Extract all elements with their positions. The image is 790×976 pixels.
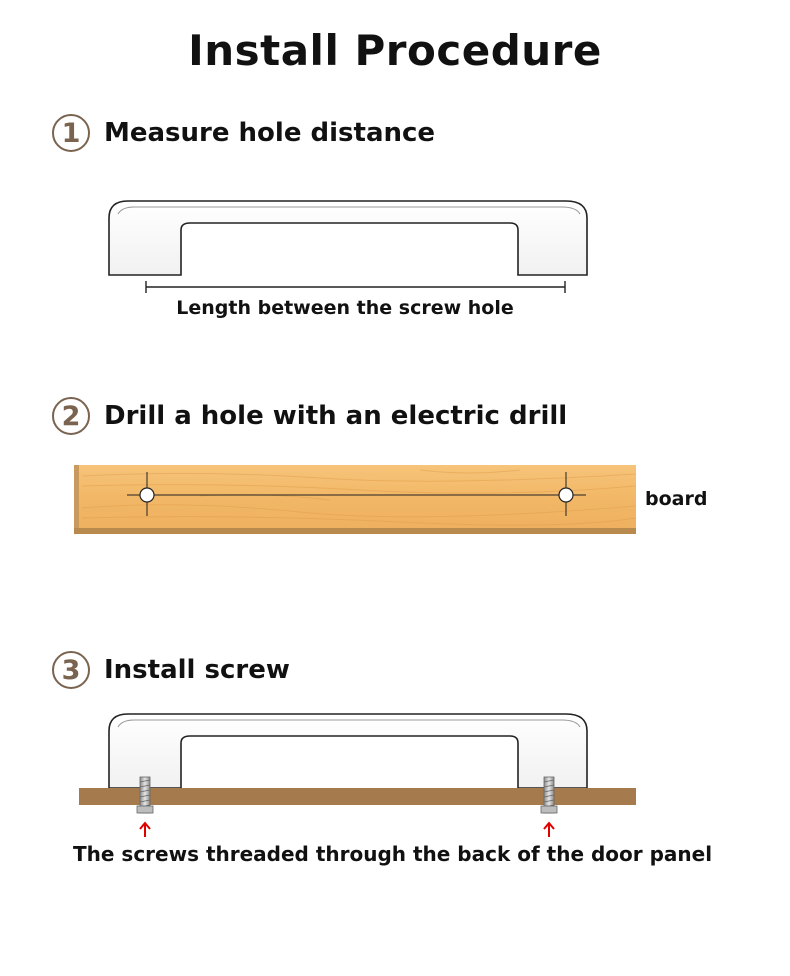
wood-board xyxy=(79,465,636,528)
screw-caption: The screws threaded through the back of … xyxy=(73,842,713,866)
board-label: board xyxy=(645,488,708,510)
drill-hole-left xyxy=(139,487,155,503)
board-bottom-edge xyxy=(74,528,636,534)
step-2-number-badge: 2 xyxy=(52,397,90,435)
screw-left xyxy=(136,776,154,814)
installed-handle-outline xyxy=(108,713,588,789)
red-arrow-left-icon xyxy=(139,821,151,837)
step-2-label: Drill a hole with an electric drill xyxy=(104,401,568,431)
measure-dimension-line xyxy=(145,281,566,293)
screw-right xyxy=(540,776,558,814)
step-3-heading: 3 Install screw xyxy=(52,648,290,692)
step-1-number-badge: 1 xyxy=(52,114,90,152)
step-1-label: Measure hole distance xyxy=(104,118,436,148)
step-1-heading: 1 Measure hole distance xyxy=(52,111,435,155)
cabinet-handle-outline xyxy=(108,200,588,276)
step-3-number-badge: 3 xyxy=(52,651,90,689)
drill-hole-right xyxy=(558,487,574,503)
measure-caption: Length between the screw hole xyxy=(176,297,514,319)
step-3-label: Install screw xyxy=(104,655,290,685)
board-side-edge xyxy=(74,465,80,534)
door-panel xyxy=(79,788,636,805)
page-title: Install Procedure xyxy=(188,26,602,75)
handle-top-bevel xyxy=(117,206,581,215)
step-2-heading: 2 Drill a hole with an electric drill xyxy=(52,394,567,438)
wood-grain xyxy=(81,469,637,526)
red-arrow-right-icon xyxy=(543,821,555,837)
